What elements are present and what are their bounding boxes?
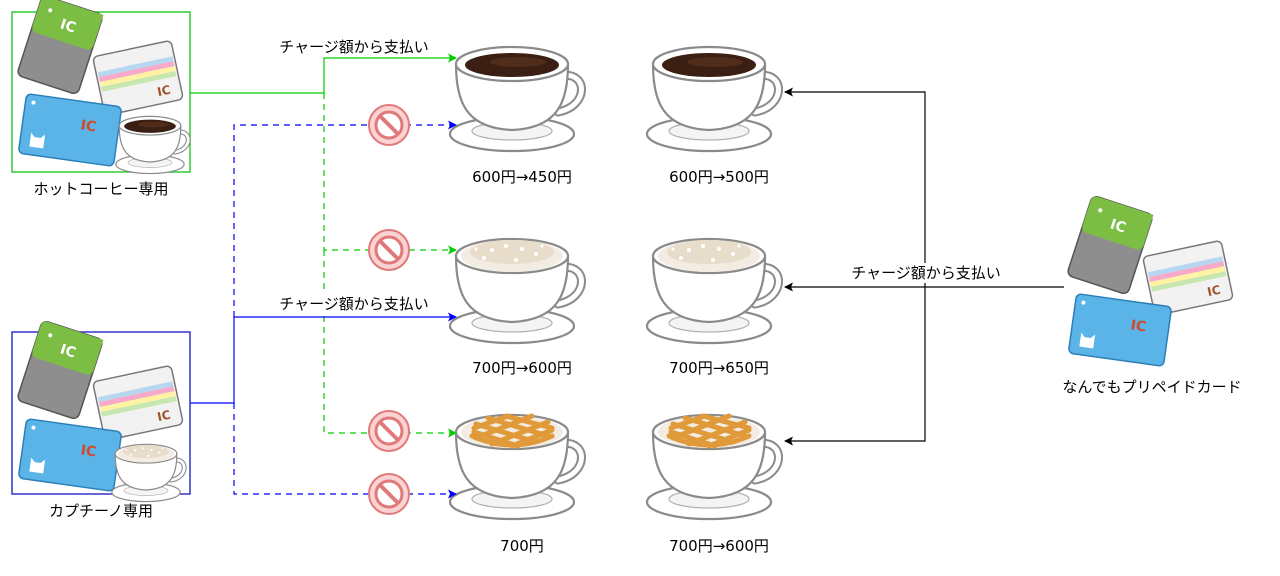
cap-card-frame xyxy=(11,331,191,495)
hot-card-set-illustration xyxy=(15,0,189,174)
cap-to-caramel-edge xyxy=(233,403,457,499)
any-to-caramel-edge xyxy=(784,287,926,446)
coffee-cup-left xyxy=(450,47,582,151)
caramel-cup-right xyxy=(647,415,779,519)
hot-edge-label: チャージ額から支払い xyxy=(279,38,429,56)
price-caramel-right: 700円→600円 xyxy=(669,537,769,555)
cap-card-label: カプチーノ専用 xyxy=(48,502,154,520)
cap-edge-label: チャージ額から支払い xyxy=(279,295,429,313)
hot-card-label: ホットコーヒー専用 xyxy=(33,180,169,198)
cappuccino-cup-right xyxy=(647,239,779,343)
caramel-cup-left xyxy=(450,415,582,519)
cap-to-cappuccino-edge xyxy=(190,312,457,404)
any-edge-label: チャージ額から支払い xyxy=(851,264,1001,282)
price-cappuccino-right: 700円→650円 xyxy=(669,359,769,377)
any-card-label: なんでもプリペイドカード xyxy=(1062,378,1242,396)
any-card-set-illustration xyxy=(1065,194,1235,368)
forbidden-sign-hot-caramel xyxy=(367,409,411,453)
cappuccino-cup-left xyxy=(450,239,582,343)
price-coffee-left: 600円→450円 xyxy=(472,168,572,186)
forbidden-sign-hot-cappuccino xyxy=(367,228,411,272)
forbidden-sign-cap-coffee xyxy=(367,103,411,147)
coffee-cup-right xyxy=(647,47,779,151)
hot-to-caramel-edge xyxy=(323,250,457,438)
price-coffee-right: 600円→500円 xyxy=(669,168,769,186)
cap-to-coffee-edge xyxy=(233,120,457,317)
hot-card-frame xyxy=(11,11,191,173)
forbidden-sign-cap-caramel xyxy=(367,472,411,516)
hot-to-coffee-edge xyxy=(190,53,457,94)
any-to-coffee-edge xyxy=(784,87,926,287)
cap-card-set-illustration xyxy=(15,319,185,501)
price-caramel-left: 700円 xyxy=(500,537,544,555)
price-cappuccino-left: 700円→600円 xyxy=(472,359,572,377)
